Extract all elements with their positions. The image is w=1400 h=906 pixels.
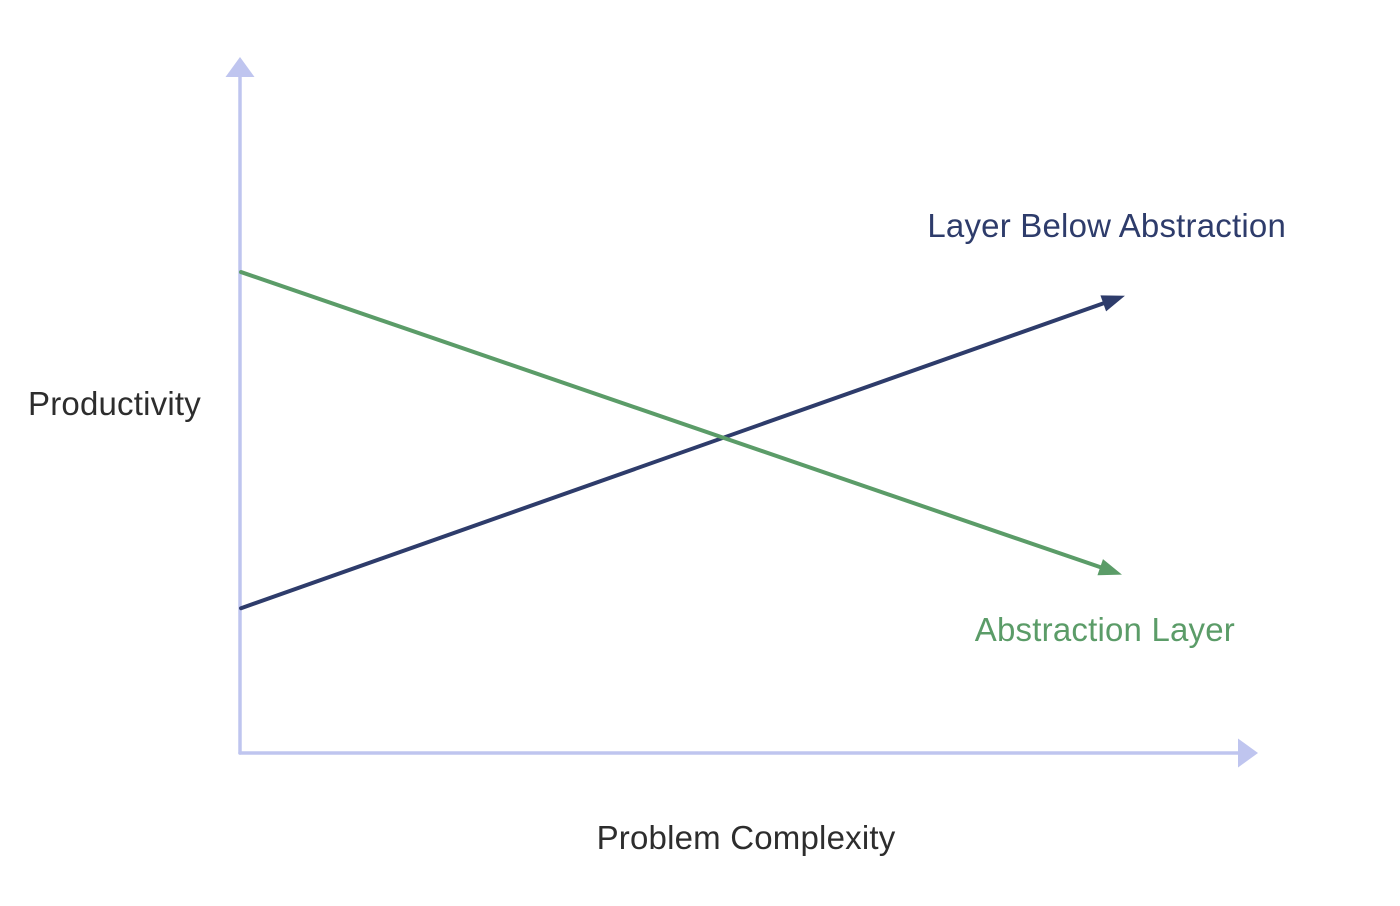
y-axis-label: Productivity — [28, 385, 201, 422]
series-label-abstraction-layer: Abstraction Layer — [974, 611, 1235, 648]
series-label-layer-below-abstraction: Layer Below Abstraction — [927, 207, 1286, 244]
series-arrowhead-icon-layer-below-abstraction — [1100, 295, 1125, 312]
y-axis-arrow-icon — [225, 57, 255, 77]
series-arrowhead-icon-abstraction-layer — [1097, 559, 1122, 576]
x-axis-arrow-icon — [1238, 738, 1258, 768]
x-axis-label: Problem Complexity — [596, 819, 896, 856]
series-line-layer-below-abstraction — [239, 301, 1106, 611]
series-line-abstraction-layer — [239, 270, 1103, 570]
